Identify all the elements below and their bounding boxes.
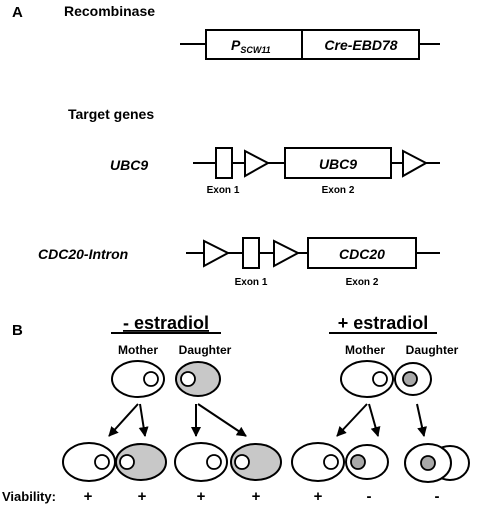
cdc20-exon2-box <box>307 237 417 269</box>
arrow-minus-mother-left <box>108 403 139 437</box>
ubc9-loxp-2 <box>402 149 429 178</box>
progeny-4 <box>230 443 282 481</box>
ubc9-gene-name: UBC9 <box>110 157 148 173</box>
progeny-6 <box>345 444 389 480</box>
promoter-subscript: SCW11 <box>240 45 270 55</box>
cell-body <box>175 361 221 397</box>
cell-body <box>230 443 282 481</box>
progeny-2 <box>115 443 167 481</box>
nucleus <box>206 454 222 470</box>
minus-mother-label: Mother <box>118 343 158 357</box>
nucleus <box>323 454 339 470</box>
ubc9-exon1-label: Exon 1 <box>207 185 240 196</box>
nucleus <box>234 454 250 470</box>
nucleus <box>119 454 135 470</box>
plus-daughter-cell <box>394 362 432 396</box>
viability-5: + <box>314 488 323 505</box>
ubc9-exon1-box <box>215 147 233 179</box>
recombinase-construct: PSCW11 Cre-EBD78 <box>180 29 440 60</box>
division-arrows <box>108 403 427 437</box>
minus-daughter-label: Daughter <box>179 343 232 357</box>
promoter-prefix: P <box>231 37 241 53</box>
nucleus <box>180 371 196 387</box>
nucleus <box>350 454 366 470</box>
cell-body <box>115 443 167 481</box>
arrow-plus-mother-left <box>336 403 368 437</box>
viability-6: - <box>367 488 372 505</box>
cre-ebd78-label: Cre-EBD78 <box>324 37 397 53</box>
cell-body <box>111 360 165 398</box>
arrow-minus-daughter-right <box>197 403 247 437</box>
nucleus <box>94 454 110 470</box>
viability-2: + <box>138 488 147 505</box>
cdc20-exon1-label: Exon 1 <box>235 277 268 288</box>
recombinase-heading: Recombinase <box>64 3 155 19</box>
cdc20-exon2-label: Exon 2 <box>346 277 379 288</box>
arrow-plus-mother-right <box>368 403 381 437</box>
ubc9-exon2-box <box>284 147 392 179</box>
progeny-5 <box>291 442 345 482</box>
cdc20-exon1-box <box>242 237 260 269</box>
viability-3: + <box>197 488 206 505</box>
recombinase-box <box>205 29 420 60</box>
arrow-minus-mother-right <box>138 403 149 437</box>
viability-1: + <box>84 488 93 505</box>
cell-body <box>345 444 389 480</box>
cell-body <box>291 442 345 482</box>
cdc20-construct: CDC20 Exon 1 Exon 2 <box>186 237 440 288</box>
minus-daughter-cell <box>175 361 221 397</box>
target-genes-heading: Target genes <box>68 106 154 122</box>
panel-b-label: B <box>12 322 23 339</box>
nucleus <box>372 371 388 387</box>
minus-mother-cell <box>111 360 165 398</box>
cell-body <box>174 442 228 482</box>
nucleus <box>420 455 436 471</box>
progeny-1 <box>62 442 116 482</box>
viability-4: + <box>252 488 261 505</box>
viability-7: - <box>435 488 440 505</box>
cdc20-box-label: CDC20 <box>339 246 385 262</box>
plus-daughter-label: Daughter <box>406 343 459 357</box>
ubc9-construct: UBC9 Exon 1 Exon 2 <box>193 147 440 196</box>
panel-a-label: A <box>12 4 23 21</box>
plus-mother-cell <box>340 360 394 398</box>
plus-mother-label: Mother <box>345 343 385 357</box>
cdc20-loxp-1 <box>203 239 231 268</box>
ubc9-exon2-label: Exon 2 <box>322 185 355 196</box>
minus-estradiol-heading: - estradiol <box>123 313 209 333</box>
ubc9-box-label: UBC9 <box>319 156 357 172</box>
progeny-3 <box>174 442 228 482</box>
nucleus <box>402 371 418 387</box>
cdc20-gene-name: CDC20-Intron <box>38 246 128 262</box>
cdc20-loxp-2 <box>273 239 301 268</box>
arrow-plus-daughter <box>416 403 427 437</box>
plus-estradiol-heading: + estradiol <box>338 313 429 333</box>
progeny-7 <box>404 443 470 483</box>
viability-label: Viability: <box>2 489 56 504</box>
cell-body <box>340 360 394 398</box>
nucleus <box>143 371 159 387</box>
promoter-label: PSCW11 <box>231 37 271 55</box>
ubc9-loxp-1 <box>244 149 271 178</box>
